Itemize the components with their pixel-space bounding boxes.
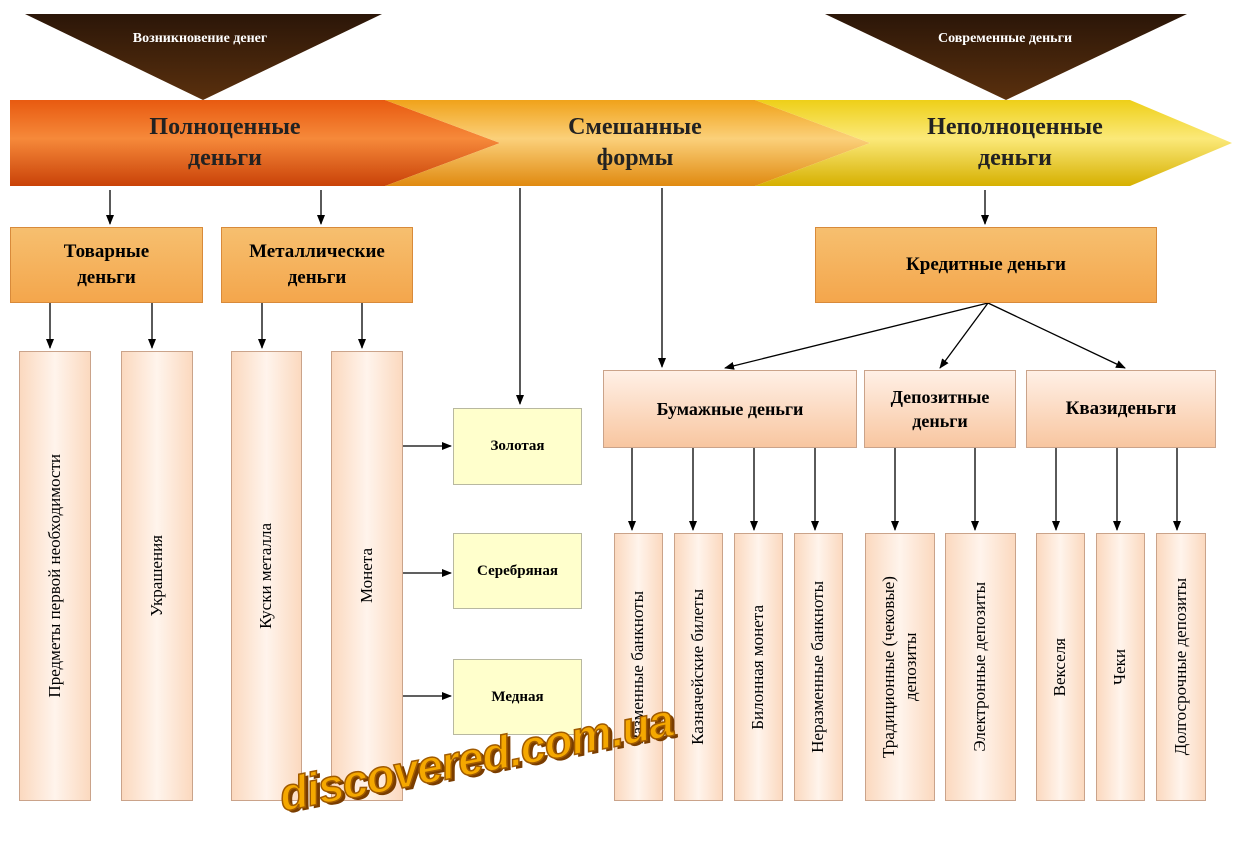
- item-jewelry: Украшения: [121, 351, 193, 801]
- band-label-mixed-forms: Смешанные формы: [568, 114, 702, 172]
- band-segment-full-value: [10, 100, 500, 186]
- item-long-term-deposits: Долгосрочные депозиты: [1156, 533, 1206, 801]
- item-traditional-deposits: Традиционные (чековые) депозиты: [865, 533, 935, 801]
- band-label-token-money: Неполноценные деньги: [927, 114, 1103, 172]
- label-modern-money: Современные деньги: [937, 31, 1073, 46]
- item-cheques: Чеки: [1096, 533, 1145, 801]
- arrow: [724, 302, 989, 370]
- triangle-modern: [825, 14, 1187, 100]
- item-treasury-notes-label: Казначейские билеты: [688, 589, 708, 745]
- box-copper-coin: Медная: [453, 659, 582, 735]
- item-essentials-label: Предметы первой необходимости: [44, 454, 64, 698]
- box-deposit-money: Депозитные деньги: [864, 370, 1016, 448]
- item-exchangeable-banknotes: Разменные банкноты: [614, 533, 663, 801]
- box-silver-coin: Серебряная: [453, 533, 582, 609]
- band-label-full-value-money: Полноценные деньги: [149, 114, 301, 172]
- band-segment-mixed: [385, 100, 870, 186]
- item-coin-label: Монета: [356, 548, 376, 604]
- item-essentials: Предметы первой необходимости: [19, 351, 91, 801]
- box-gold-coin: Золотая: [453, 408, 582, 485]
- box-credit-money: Кредитные деньги: [815, 227, 1157, 303]
- item-cheques-label: Чеки: [1110, 649, 1130, 685]
- item-bills-of-exchange-label: Векселя: [1050, 637, 1070, 697]
- triangle-origin: [25, 14, 382, 100]
- arrow: [987, 302, 1126, 369]
- arrow: [939, 302, 989, 369]
- item-metal-pieces: Куски металла: [231, 351, 302, 801]
- item-treasury-notes: Казначейские билеты: [674, 533, 723, 801]
- item-billon-coin-label: Билонная монета: [748, 604, 768, 730]
- band-segment-token: [755, 100, 1232, 186]
- item-coin: Монета: [331, 351, 403, 801]
- item-metal-pieces-label: Куски металла: [256, 523, 276, 629]
- item-bills-of-exchange: Векселя: [1036, 533, 1085, 801]
- item-long-term-deposits-label: Долгосрочные депозиты: [1170, 578, 1190, 756]
- box-metal-money: Металлические деньги: [221, 227, 413, 303]
- item-non-exchangeable-banknotes-label: Неразменные банкноты: [808, 581, 828, 753]
- label-origin-of-money: Возникновение денег: [132, 31, 268, 46]
- box-paper-money: Бумажные деньги: [603, 370, 857, 448]
- item-electronic-deposits: Электронные депозиты: [945, 533, 1016, 801]
- item-non-exchangeable-banknotes: Неразменные банкноты: [794, 533, 843, 801]
- item-billon-coin: Билонная монета: [734, 533, 783, 801]
- item-jewelry-label: Украшения: [146, 535, 166, 617]
- box-commodity-money: Товарные деньги: [10, 227, 203, 303]
- item-electronic-deposits-label: Электронные депозиты: [970, 582, 990, 752]
- box-quasi-money: Квазиденьги: [1026, 370, 1216, 448]
- item-traditional-deposits-label: Традиционные (чековые) депозиты: [878, 576, 920, 758]
